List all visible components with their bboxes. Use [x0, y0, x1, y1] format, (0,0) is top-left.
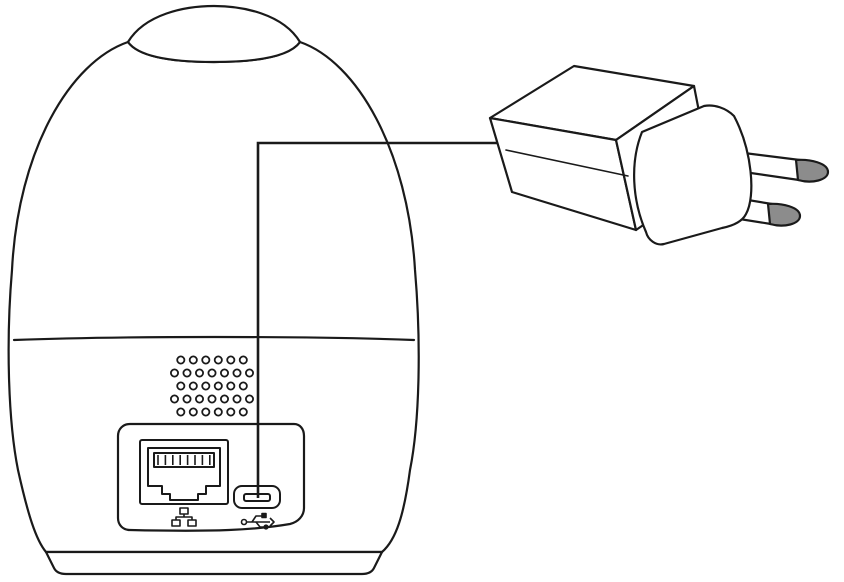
camera-base: [44, 550, 384, 576]
grille-hole: [232, 394, 242, 404]
ethernet-contacts: [153, 452, 215, 468]
ethernet-pins: [157, 455, 211, 465]
grille-hole: [213, 381, 223, 391]
grille-hole: [219, 368, 229, 378]
grille-hole: [213, 407, 223, 417]
grille-hole: [244, 394, 254, 404]
grille-hole: [238, 381, 248, 391]
grille-hole: [232, 368, 242, 378]
grille-hole: [176, 407, 186, 417]
grille-hole: [188, 355, 198, 365]
adapter-faceplate: [633, 104, 753, 246]
speaker-grille: [169, 355, 254, 417]
camera-seam: [12, 335, 416, 342]
grille-hole: [176, 381, 186, 391]
grille-hole: [182, 368, 192, 378]
grille-hole: [188, 381, 198, 391]
power-plug-icon: [488, 64, 830, 246]
grille-hole: [169, 368, 179, 378]
grille-hole: [207, 394, 217, 404]
usb-icon: [240, 512, 275, 530]
grille-hole: [188, 407, 198, 417]
ethernet-port: [139, 439, 229, 527]
grille-hole: [169, 394, 179, 404]
grille-hole: [226, 381, 236, 391]
grille-hole: [219, 394, 229, 404]
grille-hole: [201, 355, 211, 365]
grille-hole: [182, 394, 192, 404]
grille-hole: [244, 368, 254, 378]
grille-hole: [176, 355, 186, 365]
grille-hole: [194, 368, 204, 378]
grille-hole: [194, 394, 204, 404]
network-icon: [171, 507, 197, 527]
grille-hole: [213, 355, 223, 365]
adapter-seam: [505, 149, 629, 177]
grille-hole: [226, 355, 236, 365]
camera-top-dome: [126, 4, 302, 64]
grille-hole: [238, 355, 248, 365]
grille-hole: [207, 368, 217, 378]
grille-hole: [201, 407, 211, 417]
grille-hole: [201, 381, 211, 391]
grille-hole: [238, 407, 248, 417]
grille-hole: [226, 407, 236, 417]
power-cable: [256, 141, 504, 498]
